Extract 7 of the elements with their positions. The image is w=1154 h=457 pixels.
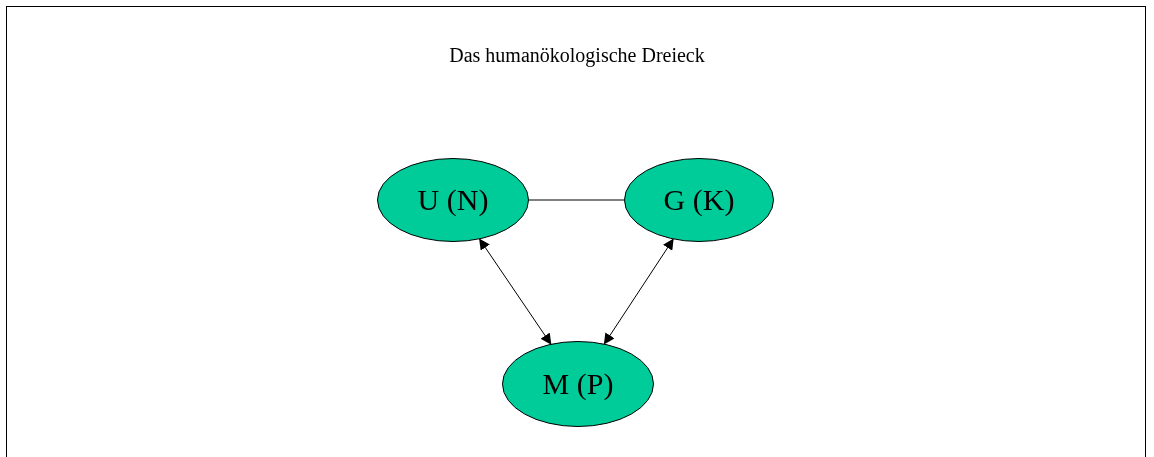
connector-line — [528, 199, 625, 201]
double-arrow — [603, 238, 674, 345]
node-label: G (K) — [663, 183, 735, 217]
double-arrow — [479, 238, 552, 345]
node-label: M (P) — [542, 367, 614, 401]
node-label: U (N) — [417, 183, 489, 217]
diagram-title: Das humanökologische Dreieck — [448, 44, 706, 67]
